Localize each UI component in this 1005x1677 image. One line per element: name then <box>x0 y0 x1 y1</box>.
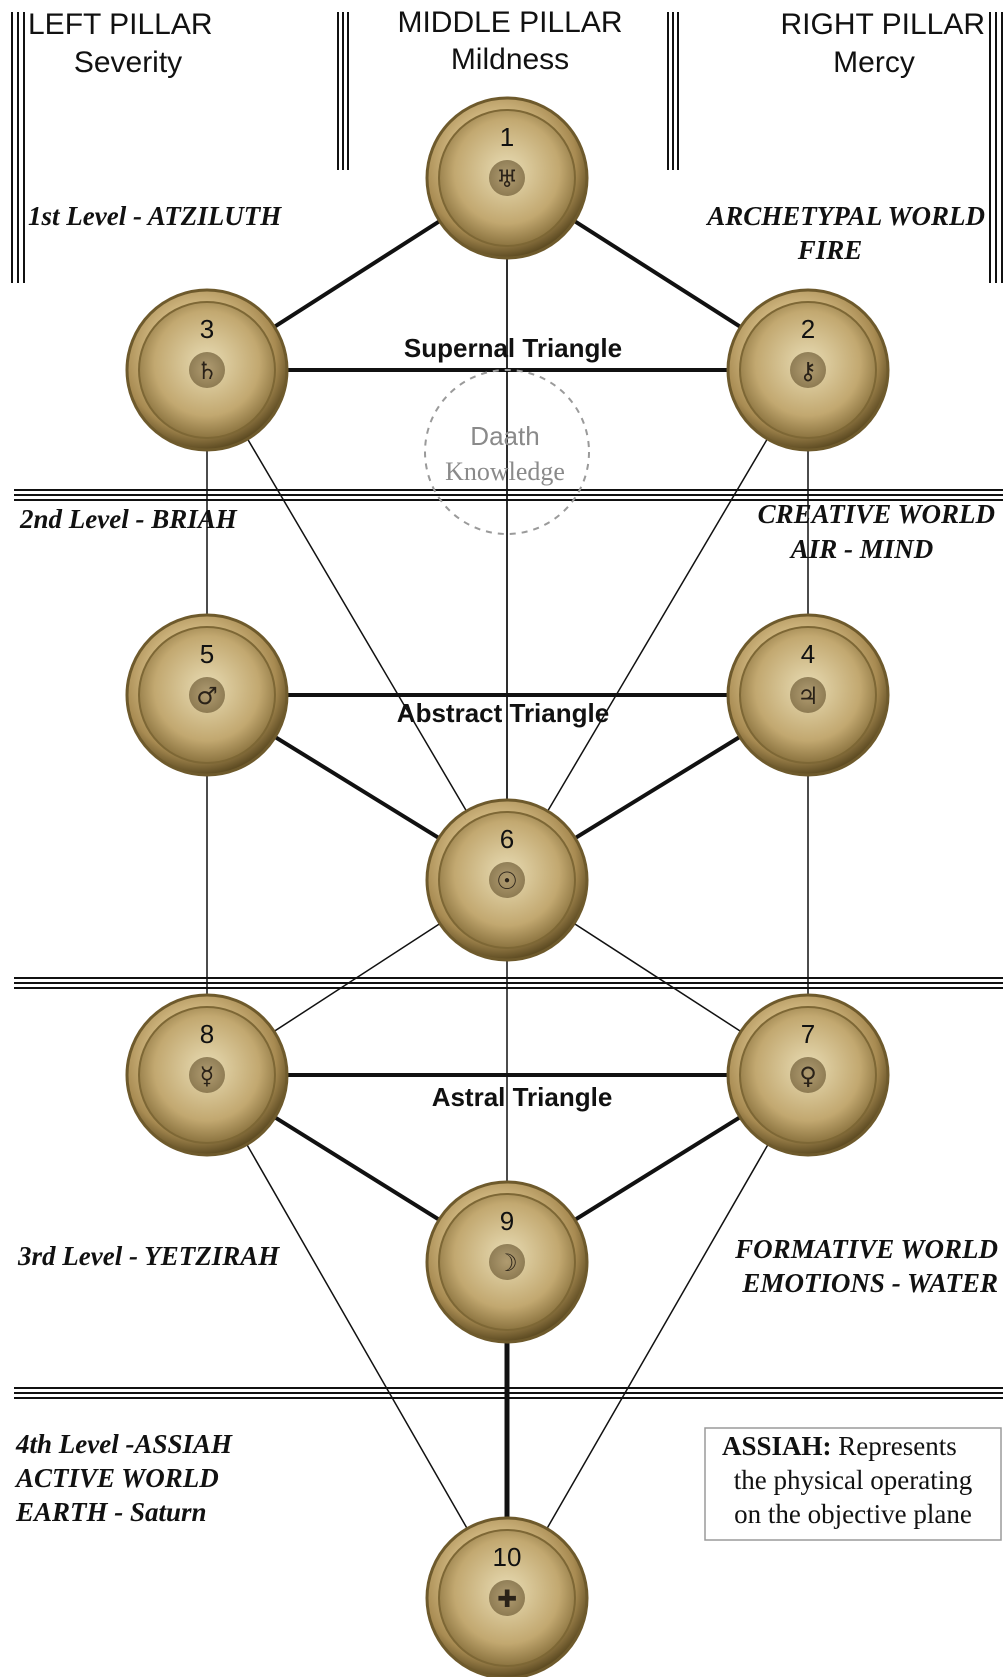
path-3-6 <box>206 369 508 881</box>
level-4-element: EARTH - Saturn <box>15 1497 207 1527</box>
sephirah-3: 3♄ <box>125 288 289 452</box>
middle-pillar-title: MIDDLE PILLAR <box>397 6 622 39</box>
sephirah-2: 2⚷ <box>726 288 890 452</box>
sephirah-4: 4♃ <box>726 613 890 777</box>
moon-icon: ☽ <box>496 1249 518 1277</box>
middle-pillar-subtitle: Mildness <box>451 43 569 76</box>
assiah-note-line1-rest: Represents <box>832 1431 957 1461</box>
assiah-note-bold: ASSIAH: <box>722 1431 832 1461</box>
level-3-world: FORMATIVE WORLD <box>734 1234 998 1264</box>
level-separator-1 <box>14 489 1003 501</box>
left-pillar-title: LEFT PILLAR <box>28 8 213 41</box>
sephirah-10: 10 ✚ <box>425 1516 589 1677</box>
right-pillar-border <box>989 12 1003 283</box>
middle-right-border <box>667 12 679 170</box>
sephirah-1: 1♅ <box>425 96 589 260</box>
daath-circle <box>424 369 590 535</box>
sephirah-number: 4 <box>801 639 815 669</box>
saturn-icon: ♄ <box>196 357 218 385</box>
earth-cross-icon: ✚ <box>497 1585 517 1613</box>
gong-boss <box>489 1244 525 1280</box>
right-pillar-title: RIGHT PILLAR <box>780 8 985 41</box>
sephirah-number: 6 <box>500 824 514 854</box>
sephirah-number: 5 <box>200 639 214 669</box>
middle-left-border <box>337 12 349 170</box>
path-2-6 <box>506 369 809 881</box>
sephirah-number: 3 <box>200 314 214 344</box>
chiron-icon: ⚷ <box>799 357 817 385</box>
gong-boss <box>189 1057 225 1093</box>
level-1-world: ARCHETYPAL WORLD <box>705 201 985 231</box>
sephirah-number: 9 <box>500 1206 514 1236</box>
level-3-label: 3rd Level - YETZIRAH <box>17 1241 280 1271</box>
assiah-note-line3: on the objective plane <box>734 1499 972 1529</box>
jupiter-icon: ♃ <box>797 682 819 710</box>
abstract-triangle-label: Abstract Triangle <box>397 698 609 728</box>
right-pillar-subtitle: Mercy <box>833 46 915 79</box>
gong-boss <box>790 352 826 388</box>
gong-boss <box>790 677 826 713</box>
sephirah-number: 7 <box>801 1019 815 1049</box>
left-pillar-border <box>11 12 25 283</box>
level-2-label: 2nd Level - BRIAH <box>19 504 238 534</box>
uranus-icon: ♅ <box>496 165 518 193</box>
daath-sublabel: Knowledge <box>445 457 565 486</box>
level-separator-2 <box>14 977 1003 989</box>
venus-icon: ♀ <box>799 1062 817 1090</box>
sephirah-6: 6☉ <box>425 798 589 962</box>
gong-boss <box>489 160 525 196</box>
sephirah-number: 8 <box>200 1019 214 1049</box>
sephirah-8: 8☿ <box>125 993 289 1157</box>
path-7-10 <box>506 1074 809 1599</box>
assiah-note-box <box>704 1427 1002 1541</box>
level-3-element: EMOTIONS - WATER <box>741 1268 998 1298</box>
level-1-label: 1st Level - ATZILUTH <box>28 201 282 231</box>
sephirah-number: 2 <box>801 314 815 344</box>
gong-boss <box>790 1057 826 1093</box>
sephirah-number: 10 <box>493 1542 522 1572</box>
level-2-world: CREATIVE WORLD <box>758 499 995 529</box>
left-pillar-subtitle: Severity <box>74 46 182 79</box>
sephirah-7: 7♀ <box>726 993 890 1157</box>
sun-icon: ☉ <box>496 867 518 895</box>
level-4-world: ACTIVE WORLD <box>14 1463 219 1493</box>
daath-label: Daath <box>470 421 539 451</box>
level-4-label: 4th Level -ASSIAH <box>15 1429 233 1459</box>
gong-boss <box>489 862 525 898</box>
level-1-element: FIRE <box>797 235 863 265</box>
supernal-triangle-label: Supernal Triangle <box>404 333 622 363</box>
sephirah-5: 5♂ <box>125 613 289 777</box>
assiah-note: ASSIAH: Represents the physical operatin… <box>704 1427 1002 1541</box>
gong-boss <box>189 677 225 713</box>
sephirah-number: 1 <box>500 122 514 152</box>
assiah-note-line2: the physical operating <box>734 1465 972 1495</box>
assiah-note-line1: ASSIAH: Represents <box>722 1431 957 1461</box>
sephirah-9: 9☽ <box>425 1180 589 1344</box>
mars-icon: ♂ <box>196 682 218 710</box>
astral-triangle-label: Astral Triangle <box>432 1082 613 1112</box>
gong-boss <box>189 352 225 388</box>
mercury-icon: ☿ <box>200 1062 215 1090</box>
level-2-element: AIR - MIND <box>789 534 934 564</box>
gong-boss <box>489 1580 525 1616</box>
path-8-10 <box>206 1074 508 1599</box>
sephiroth-gongs: 1♅2⚷3♄4♃5♂6☉7♀8☿9☽10✚ <box>125 96 890 1677</box>
